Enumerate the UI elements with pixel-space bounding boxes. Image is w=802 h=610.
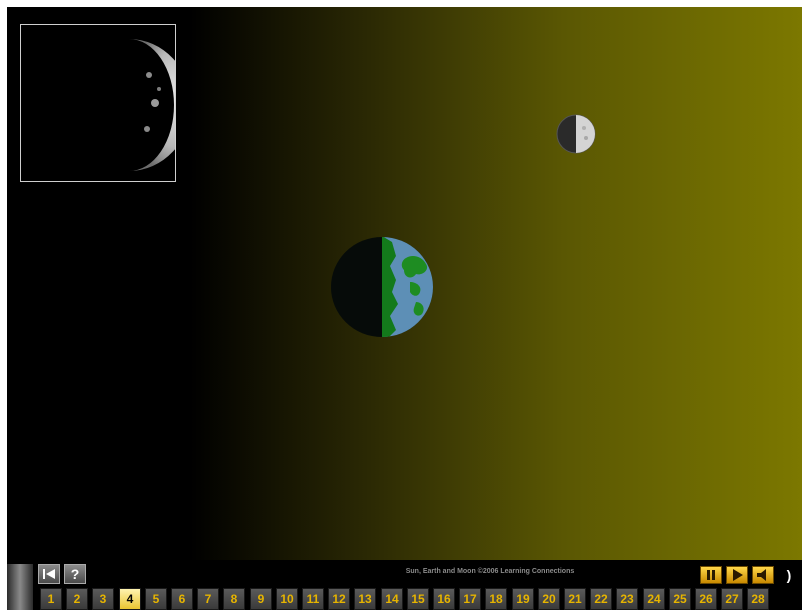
- page-button-8[interactable]: 8: [223, 588, 245, 610]
- page-button-6[interactable]: 6: [171, 588, 193, 610]
- page-button-19[interactable]: 19: [512, 588, 534, 610]
- page-button-3[interactable]: 3: [92, 588, 114, 610]
- play-button[interactable]: [726, 566, 748, 584]
- skip-back-icon: [43, 569, 55, 579]
- pause-button[interactable]: [700, 566, 722, 584]
- page-button-21[interactable]: 21: [564, 588, 586, 610]
- sound-button[interactable]: [752, 566, 774, 584]
- page-button-15[interactable]: 15: [407, 588, 429, 610]
- page-button-4[interactable]: 4: [119, 588, 141, 610]
- pause-icon: [707, 570, 715, 580]
- page-button-7[interactable]: 7: [197, 588, 219, 610]
- page-button-27[interactable]: 27: [721, 588, 743, 610]
- page-button-5[interactable]: 5: [145, 588, 167, 610]
- page-button-25[interactable]: 25: [669, 588, 691, 610]
- page-button-23[interactable]: 23: [616, 588, 638, 610]
- page-button-14[interactable]: 14: [381, 588, 403, 610]
- help-button[interactable]: ?: [64, 564, 86, 584]
- credit-text: Sun, Earth and Moon ©2006 Learning Conne…: [405, 568, 575, 575]
- volume-slider[interactable]: [7, 564, 33, 610]
- page-button-2[interactable]: 2: [66, 588, 88, 610]
- page-button-28[interactable]: 28: [747, 588, 769, 610]
- page-button-20[interactable]: 20: [538, 588, 560, 610]
- page-button-12[interactable]: 12: [328, 588, 350, 610]
- moon-icon: [556, 114, 596, 154]
- rewind-button[interactable]: [38, 564, 60, 584]
- page-button-16[interactable]: 16: [433, 588, 455, 610]
- speaker-icon: [757, 569, 766, 581]
- page-button-13[interactable]: 13: [354, 588, 376, 610]
- page-button-18[interactable]: 18: [485, 588, 507, 610]
- earth-icon: [331, 237, 433, 337]
- page-button-24[interactable]: 24: [643, 588, 665, 610]
- moon-phase-panel: [20, 24, 176, 182]
- crescent-moon-icon: [129, 39, 175, 171]
- page-button-22[interactable]: 22: [590, 588, 612, 610]
- page-button-10[interactable]: 10: [276, 588, 298, 610]
- page-button-1[interactable]: 1: [40, 588, 62, 610]
- page-button-26[interactable]: 26: [695, 588, 717, 610]
- more-button[interactable]: ): [780, 566, 798, 584]
- page-button-11[interactable]: 11: [302, 588, 324, 610]
- play-icon: [733, 569, 743, 581]
- page-button-9[interactable]: 9: [250, 588, 272, 610]
- page-button-17[interactable]: 17: [459, 588, 481, 610]
